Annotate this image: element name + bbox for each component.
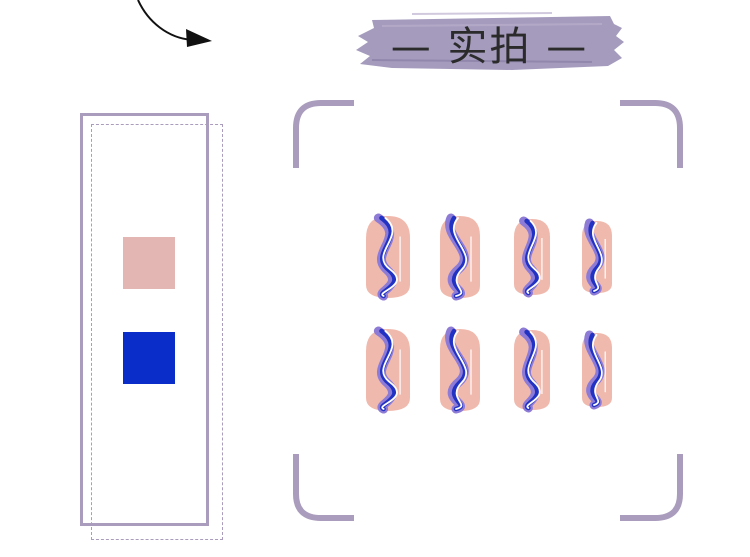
frame-corner-top-left — [293, 100, 354, 168]
brush-stroke-background — [356, 12, 624, 70]
frame-corner-bottom-right — [620, 454, 683, 521]
press-on-nail — [582, 218, 612, 296]
press-on-nail — [440, 213, 480, 301]
press-on-nail — [514, 327, 550, 413]
section-title: — 实拍 — — [352, 8, 627, 78]
frame-corner-bottom-left — [293, 454, 354, 521]
color-swatch-nude-pink — [123, 237, 175, 289]
press-on-nail — [366, 213, 410, 301]
curved-arrow-icon — [137, 0, 212, 47]
swatch-panel-frame — [80, 113, 209, 526]
swatch-panel-dashed-frame — [91, 124, 223, 540]
press-on-nail — [366, 326, 410, 414]
color-swatch-cobalt-blue — [123, 332, 175, 384]
press-on-nail — [514, 216, 550, 298]
press-on-nail — [440, 326, 480, 414]
nails-photo — [366, 213, 612, 414]
frame-corner-top-right — [620, 100, 683, 168]
press-on-nail — [582, 330, 612, 410]
title-text: — 实拍 — — [390, 24, 589, 70]
photo-frame-corners — [293, 100, 683, 521]
